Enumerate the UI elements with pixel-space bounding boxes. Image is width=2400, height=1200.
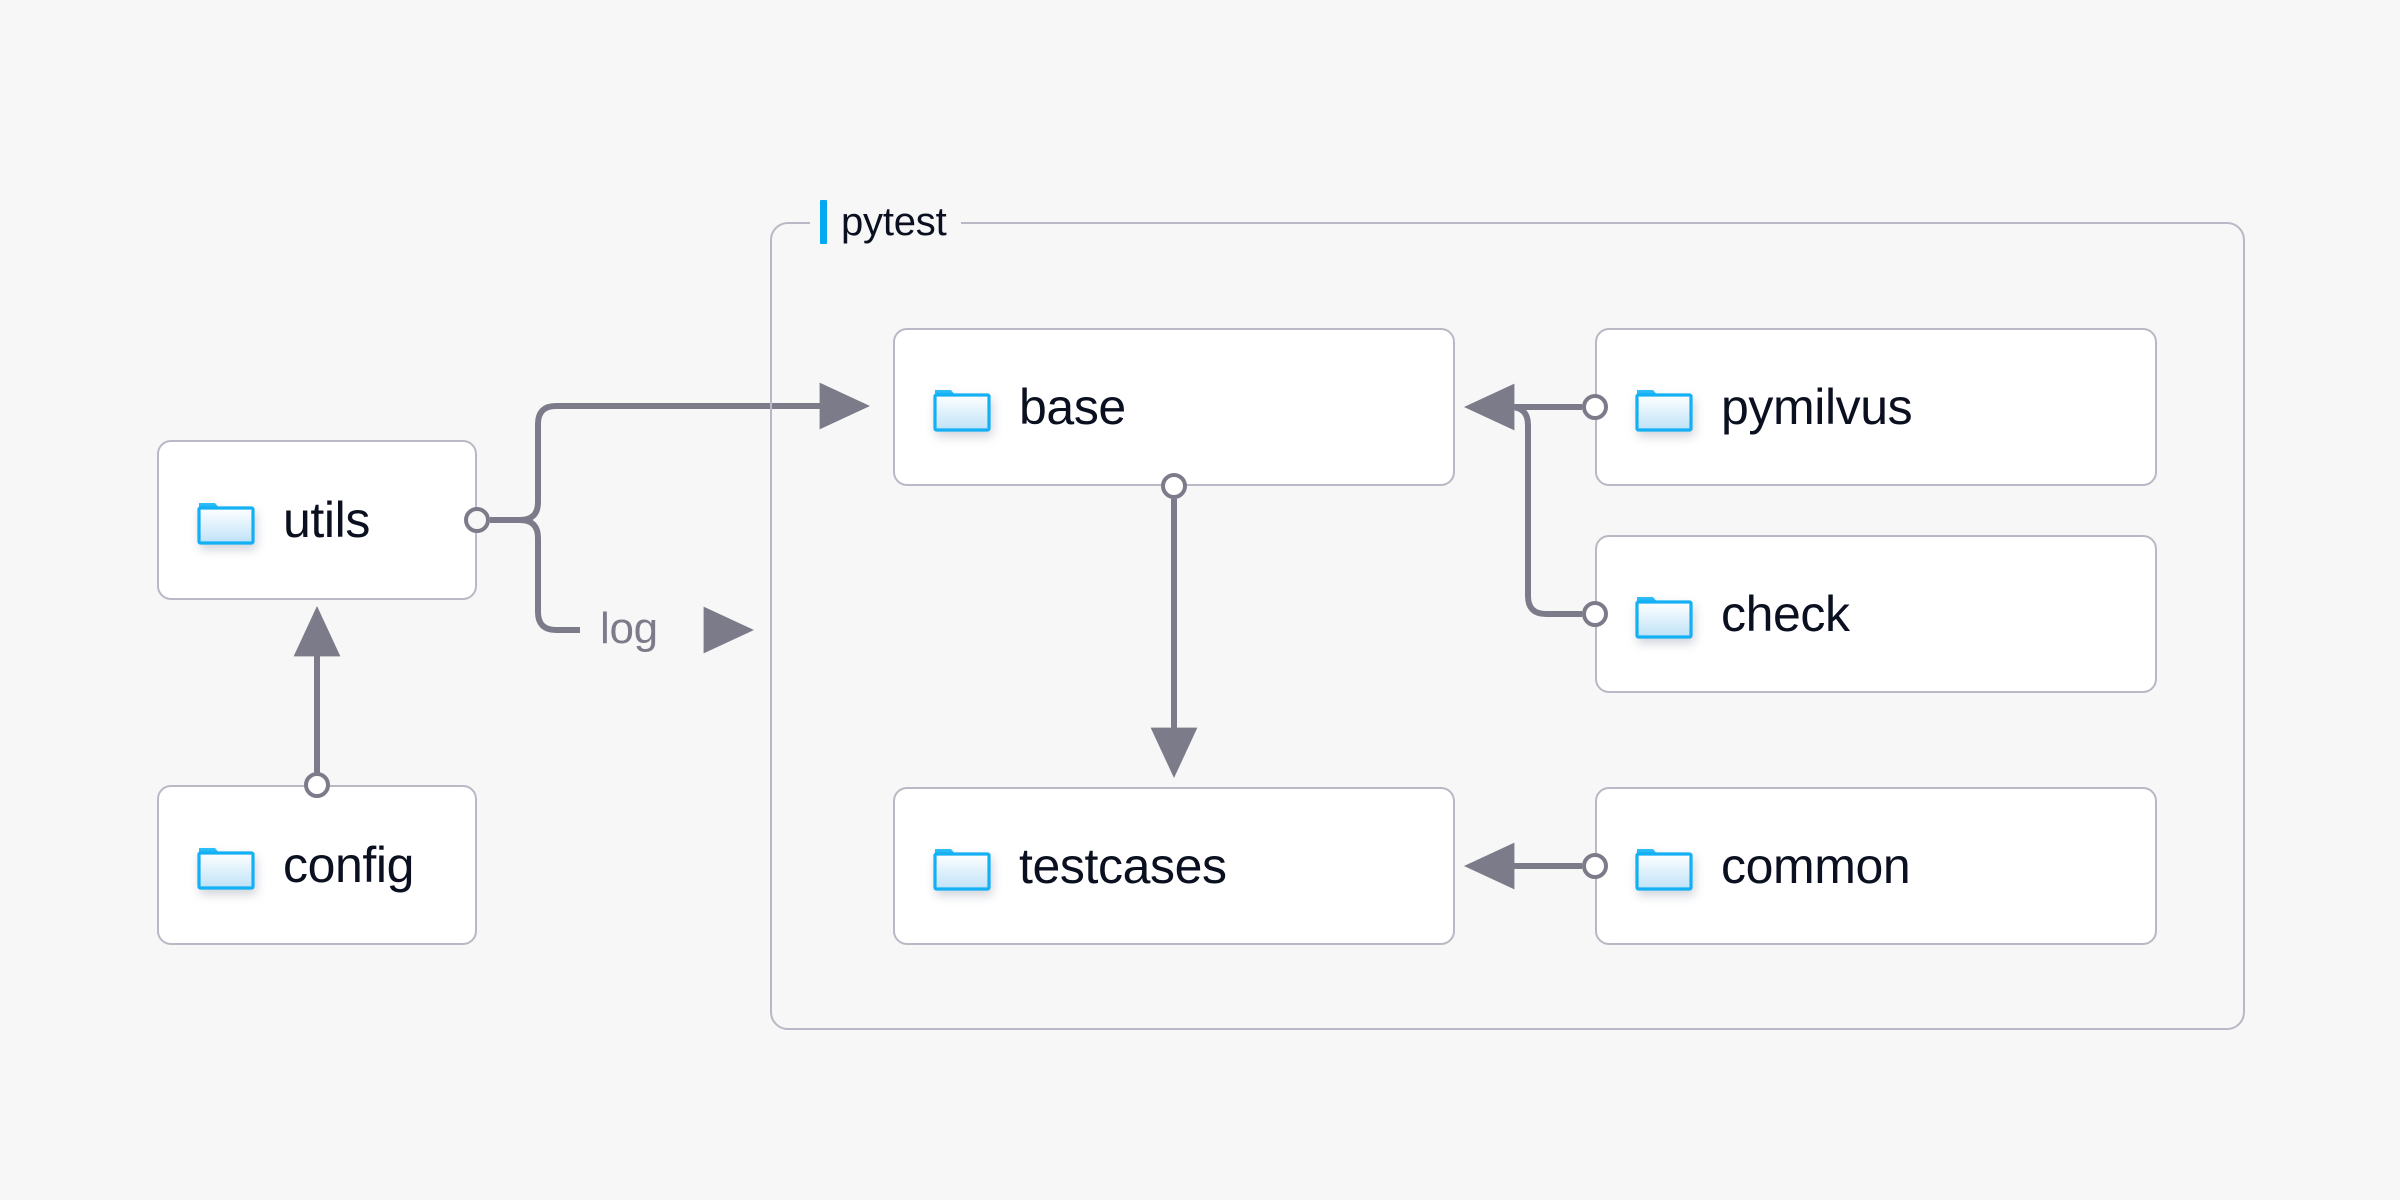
connector-dot-common-left[interactable] (1582, 853, 1608, 879)
connector-dot-base-bottom[interactable] (1161, 473, 1187, 499)
folder-icon (933, 840, 991, 892)
node-label: testcases (1019, 838, 1227, 894)
node-label: pymilvus (1721, 379, 1913, 435)
node-utils[interactable]: utils (157, 440, 477, 600)
node-label: check (1721, 586, 1850, 642)
node-testcases[interactable]: testcases (893, 787, 1455, 945)
node-label: common (1721, 838, 1911, 894)
accent-bar-icon (820, 200, 827, 244)
folder-icon (933, 381, 991, 433)
connector-dot-config-top[interactable] (304, 772, 330, 798)
folder-icon (197, 839, 255, 891)
node-label: utils (283, 492, 370, 548)
node-common[interactable]: common (1595, 787, 2157, 945)
folder-icon (1635, 588, 1693, 640)
folder-icon (1635, 381, 1693, 433)
node-label: config (283, 837, 415, 893)
node-pymilvus[interactable]: pymilvus (1595, 328, 2157, 486)
pytest-group-container[interactable] (770, 222, 2245, 1030)
connector-dot-check-left[interactable] (1582, 601, 1608, 627)
node-check[interactable]: check (1595, 535, 2157, 693)
connector-dot-pymilvus-left[interactable] (1582, 394, 1608, 420)
pytest-group-label: pytest (810, 196, 961, 248)
connector-dot-utils-right[interactable] (464, 507, 490, 533)
edge-label-log: log (600, 604, 658, 653)
node-config[interactable]: config (157, 785, 477, 945)
folder-icon (1635, 840, 1693, 892)
node-label: base (1019, 379, 1126, 435)
node-base[interactable]: base (893, 328, 1455, 486)
group-title: pytest (841, 199, 947, 244)
folder-icon (197, 494, 255, 546)
